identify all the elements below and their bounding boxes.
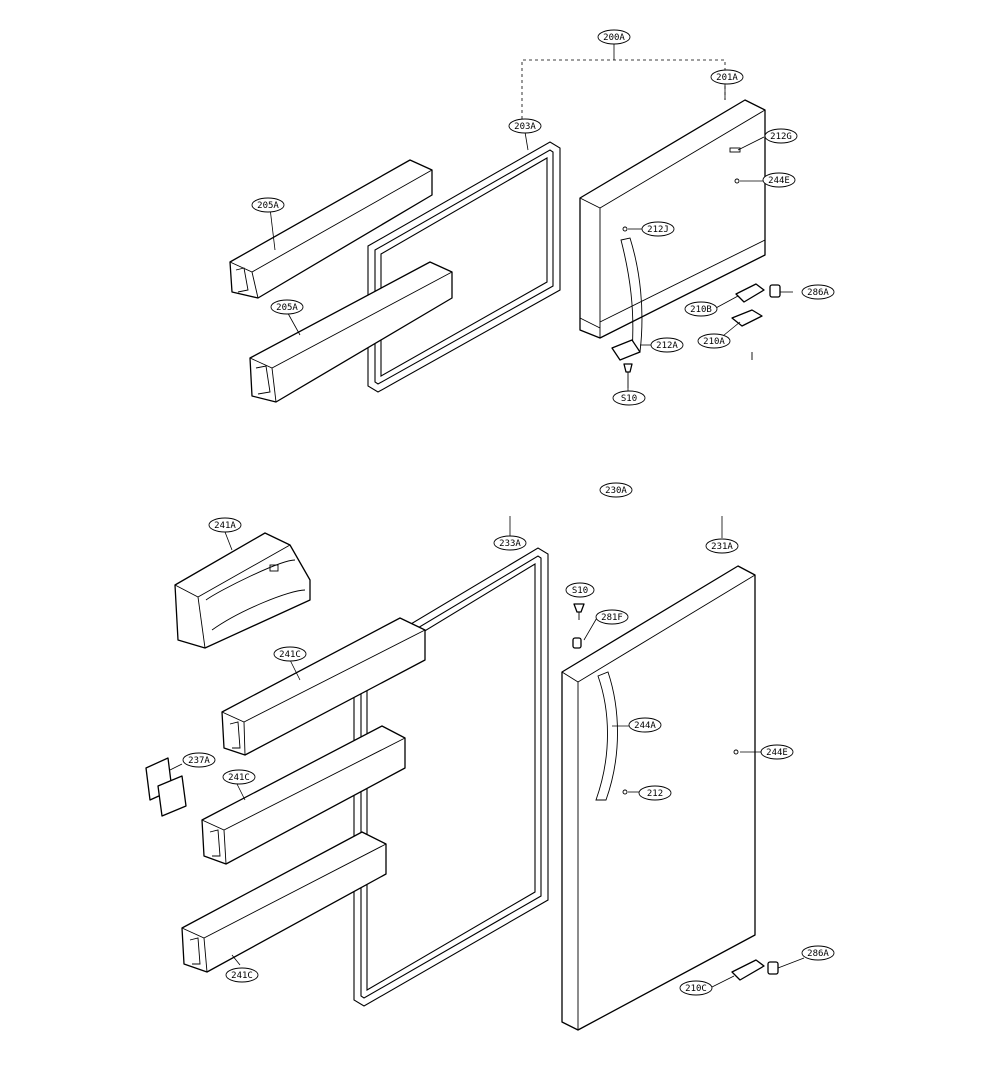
lower-labels: 230A 241A 233A 231A S10 281F 241C 244A 2… xyxy=(188,486,829,994)
basket-241A xyxy=(174,532,311,649)
label-244A: 244A xyxy=(634,721,656,731)
lower-label-ovals xyxy=(182,482,835,996)
label-205A-2: 205A xyxy=(276,303,298,313)
label-244E-lower: 244E xyxy=(766,748,788,758)
label-201A: 201A xyxy=(716,73,738,83)
label-241A: 241A xyxy=(214,521,236,531)
label-286A-upper: 286A xyxy=(807,288,829,298)
label-241C-2: 241C xyxy=(228,773,250,783)
upper-hinge-parts xyxy=(623,283,781,388)
label-241C-3: 241C xyxy=(231,971,253,981)
upper-basket-1 xyxy=(229,159,433,299)
label-200A: 200A xyxy=(603,33,625,43)
label-231A: 231A xyxy=(711,542,733,552)
label-244E-upper: 244E xyxy=(768,176,790,186)
basket-241C-3 xyxy=(181,831,387,973)
label-212-lower: 212 xyxy=(647,789,663,799)
part-237A xyxy=(145,757,187,817)
upper-basket-2 xyxy=(249,261,453,403)
label-237A: 237A xyxy=(188,756,210,766)
basket-241C-1 xyxy=(221,617,426,756)
label-230A: 230A xyxy=(605,486,627,496)
label-241C-1: 241C xyxy=(279,650,301,660)
lower-small-parts xyxy=(572,603,779,981)
label-210A: 210A xyxy=(703,337,725,347)
basket-241C-2 xyxy=(201,725,406,865)
label-212J: 212J xyxy=(647,225,669,235)
assembly-bracket-200A xyxy=(521,44,726,125)
label-S10-lower: S10 xyxy=(572,586,588,596)
label-212G: 212G xyxy=(770,132,792,142)
label-281F: 281F xyxy=(601,613,623,623)
label-233A: 233A xyxy=(499,539,521,549)
label-212A: 212A xyxy=(656,341,678,351)
upper-labels: 200A 201A 203A 212G 244E 205A 212J 286A … xyxy=(257,33,829,404)
label-203A: 203A xyxy=(514,122,536,132)
label-210B: 210B xyxy=(690,305,712,315)
upper-door xyxy=(579,99,766,361)
label-210C: 210C xyxy=(685,984,707,994)
label-205A-1: 205A xyxy=(257,201,279,211)
upper-label-ovals xyxy=(251,29,835,406)
lower-leader-lines xyxy=(169,516,805,989)
label-S10-upper: S10 xyxy=(621,394,637,404)
label-286A-lower: 286A xyxy=(807,949,829,959)
